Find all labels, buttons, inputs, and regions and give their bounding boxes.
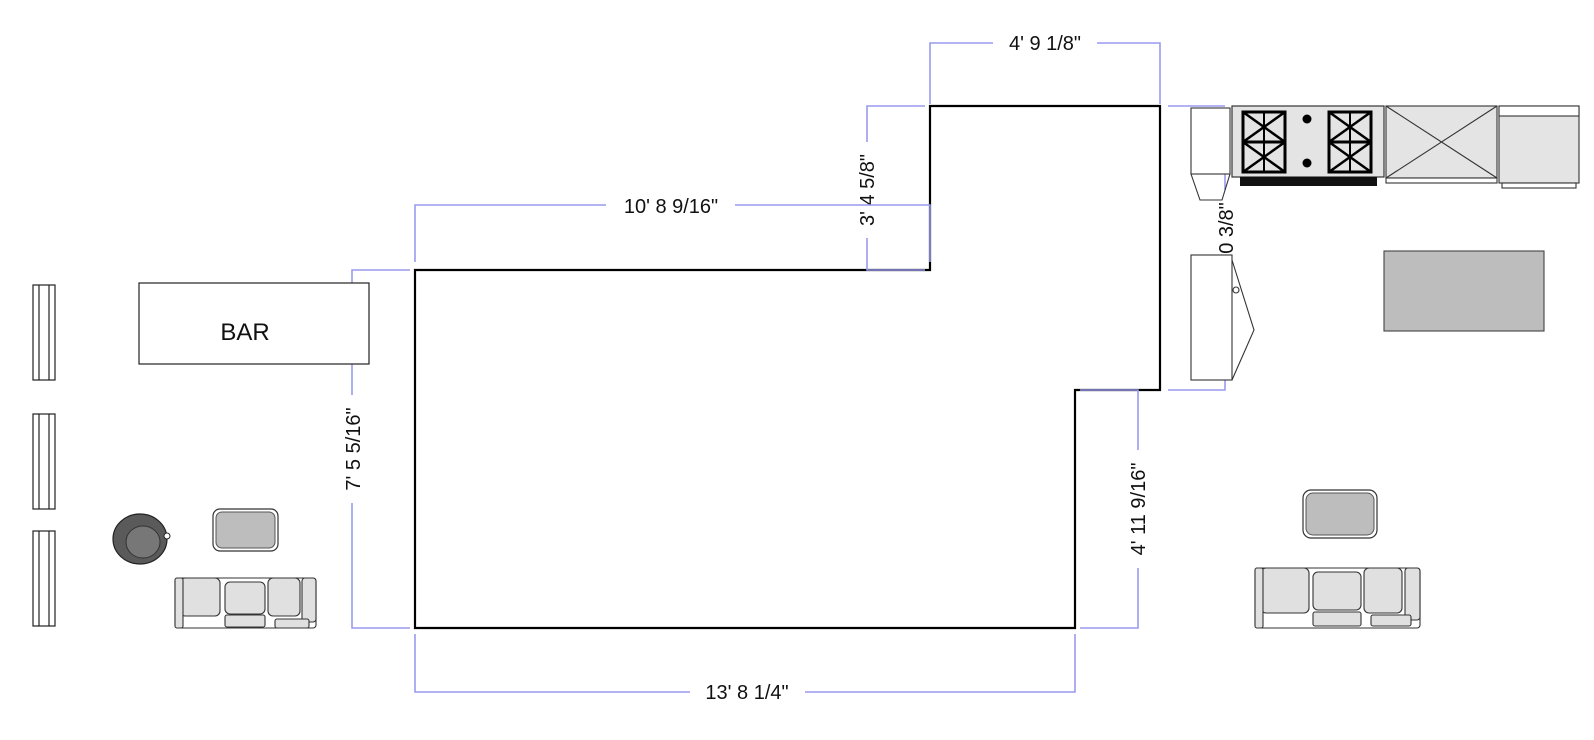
dim-top-width-label: 4' 9 1/8"	[1009, 33, 1081, 55]
door-icon	[1190, 254, 1255, 381]
dim-bottom-length-label: 13' 8 1/4"	[705, 682, 788, 704]
coffee-table-icon	[212, 508, 279, 552]
cabinet-unit	[1190, 107, 1231, 201]
dim-bottom-length: 13' 8 1/4"	[414, 634, 1076, 704]
dim-upper-length-label: 10' 8 9/16"	[624, 196, 718, 218]
room-outline	[413, 104, 1162, 630]
chair-icon	[112, 513, 171, 565]
kitchen-island	[1383, 250, 1545, 332]
coffee-table-icon	[1302, 489, 1378, 539]
wall-panels	[32, 284, 56, 627]
wall-panel	[32, 413, 56, 510]
dim-top-width: 4' 9 1/8"	[929, 33, 1161, 104]
dim-step-height-label: 3' 4 5/8"	[857, 154, 879, 226]
fridge-icon	[1498, 105, 1580, 189]
wall-panel	[32, 530, 56, 627]
dim-right-lower-height-label: 4' 11 9/16"	[1128, 463, 1150, 556]
dim-right-lower-height: 4' 11 9/16"	[1080, 389, 1150, 629]
counter-unit	[1385, 105, 1498, 184]
bar-counter: BAR	[138, 282, 370, 365]
dim-step-height: 3' 4 5/8"	[857, 105, 925, 271]
dim-left-height-label: 7' 5 5/16"	[343, 407, 365, 490]
stove-icon	[1231, 105, 1385, 186]
sofa-icon	[1254, 567, 1421, 629]
sofa-icon	[174, 577, 317, 629]
dim-right-partial-label: 0 3/8"	[1216, 202, 1238, 254]
wall-panel	[32, 284, 56, 381]
dim-upper-length: 10' 8 9/16"	[414, 196, 931, 262]
bar-label: BAR	[220, 319, 269, 346]
